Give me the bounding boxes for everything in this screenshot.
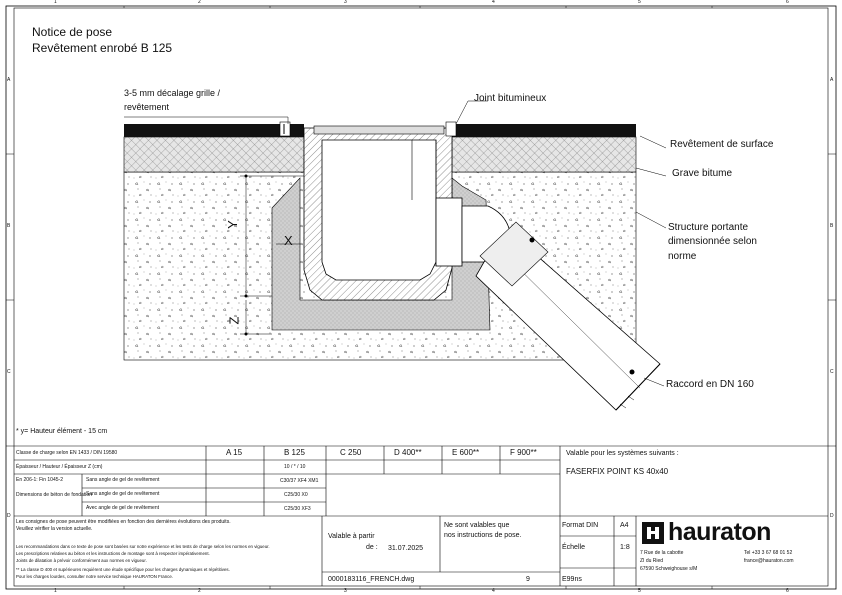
row-letter-d: D — [7, 513, 11, 519]
sub-row-3-label: Avec angle de gel de revêtement — [86, 505, 160, 511]
col-number-2: 2 — [198, 0, 201, 5]
col-number-3-bottom: 3 — [344, 588, 347, 594]
structure-callout-line-3: norme — [668, 251, 697, 262]
footer-note-3: Les recommandations dans ce texte de pos… — [16, 544, 270, 549]
col-number-4: 4 — [492, 0, 495, 5]
valid-from-de: de : — [366, 544, 378, 551]
sub-row-2-label: Sans angle de gel de revêtement — [86, 491, 160, 497]
sub-row-1-value: C30/37 XF4 XM1 — [280, 478, 319, 484]
row-letter-c: C — [7, 369, 11, 375]
footnote: * y= Hauteur élément - 15 cm — [16, 428, 108, 435]
footer-note-1: Les consignes de pose peuvent être modif… — [16, 519, 231, 525]
valid-systems-label: Valable pour les systèmes suivants : — [566, 450, 679, 457]
not-valid-line-1: Ne sont valables que — [444, 522, 510, 529]
grave-callout: Grave bitume — [672, 168, 733, 179]
footer-note-7: Pour les charges lourdes, consulter notr… — [16, 574, 173, 579]
phone: Tel +33 3 67 68 01 52 — [744, 550, 793, 556]
format-label: Format DIN — [562, 522, 599, 529]
row-letter-a: A — [7, 77, 11, 83]
format-value: A4 — [620, 522, 629, 529]
col-number-3: 3 — [344, 0, 347, 5]
sub-row-1-label: Sans angle de gel de revêtement — [86, 477, 160, 483]
class-c250: C 250 — [340, 448, 362, 457]
thickness-value: 10 / * / 10 — [284, 464, 306, 470]
col-number-1-bottom: 1 — [54, 588, 57, 594]
col-number-6-bottom: 6 — [786, 588, 789, 594]
row-letter-b-right: B — [830, 223, 834, 229]
hauraton-logo-text: hauraton — [668, 518, 771, 546]
foundation-dims-label: Dimensions de béton de fondation — [16, 492, 92, 498]
title-line-2: Revêtement enrobé B 125 — [32, 41, 173, 55]
hauraton-logo-mark — [642, 522, 664, 544]
surface-callout: Revêtement de surface — [670, 139, 774, 150]
load-class-label: Classe de charge selon EN 1433 / DIN 195… — [16, 450, 118, 456]
not-valid-line-2: nos instructions de pose. — [444, 532, 522, 539]
joint-callout: Joint bitumineux — [474, 93, 547, 104]
row-letter-c-right: C — [830, 369, 834, 375]
raccord-callout: Raccord en DN 160 — [666, 379, 754, 390]
offset-callout-line-2: revêtement — [124, 102, 170, 112]
col-number-1: 1 — [54, 0, 57, 5]
col-number-5-bottom: 5 — [638, 588, 641, 594]
scale-value: 1:8 — [620, 544, 630, 551]
scale-label: Échelle — [562, 544, 585, 551]
drawing-code: E99ns — [562, 576, 582, 583]
address-line-3: 67590 Schweighouse s/M — [640, 566, 698, 572]
address-line-1: 7 Rue de la cabotte — [640, 550, 684, 556]
revision: 9 — [526, 576, 530, 583]
dimension-x-label: X — [284, 233, 293, 248]
footer-note-2: Veuillez vérifier la version actuelle. — [16, 526, 93, 532]
row-letter-b: B — [7, 223, 11, 229]
address-line-2: ZI du Ried — [640, 558, 664, 564]
structure-callout-line-2: dimensionnée selon — [668, 236, 757, 247]
class-b125: B 125 — [284, 448, 305, 457]
thickness-label: Épaisseur / Hauteur / Épaisseur Z (cm) — [16, 464, 103, 470]
row-letter-d-right: D — [830, 513, 834, 519]
class-a15: A 15 — [226, 448, 243, 457]
dimension-z-label: Z — [226, 316, 242, 325]
offset-callout-line-1: 3-5 mm décalage grille / — [124, 88, 221, 98]
class-f900: F 900** — [510, 448, 537, 457]
col-number-4-bottom: 4 — [492, 588, 495, 594]
footer-note-5: Joints de dilatation à prévoir conformém… — [16, 558, 147, 563]
class-e600: E 600** — [452, 448, 480, 457]
title-line-1: Notice de pose — [32, 25, 113, 39]
sub-row-3-value: C25/30 XF3 — [284, 506, 311, 512]
system-name: FASERFIX POINT KS 40x40 — [566, 467, 669, 476]
class-d400: D 400** — [394, 448, 422, 457]
col-number-2-bottom: 2 — [198, 588, 201, 594]
footer-note-4: Les prescriptions relatives au béton et … — [16, 551, 210, 556]
col-number-6: 6 — [786, 0, 789, 5]
structure-callout-line-1: Structure portante — [668, 222, 749, 233]
email: france@hauraton.com — [744, 558, 794, 564]
norm-label: En 206-1: Fin 1045-2 — [16, 477, 63, 483]
sub-row-2-value: C25/30 X0 — [284, 492, 308, 498]
row-letter-a-right: A — [830, 77, 834, 83]
footer-note-6: ** La classe D 400 et supérieures requiè… — [16, 567, 230, 572]
valid-from-label: Valable à partir — [328, 533, 375, 540]
col-number-5: 5 — [638, 0, 641, 5]
doc-number: 0000183116_FRENCH.dwg — [328, 576, 415, 583]
valid-date: 31.07.2025 — [388, 545, 424, 552]
dimension-y-label: Y — [224, 220, 240, 229]
